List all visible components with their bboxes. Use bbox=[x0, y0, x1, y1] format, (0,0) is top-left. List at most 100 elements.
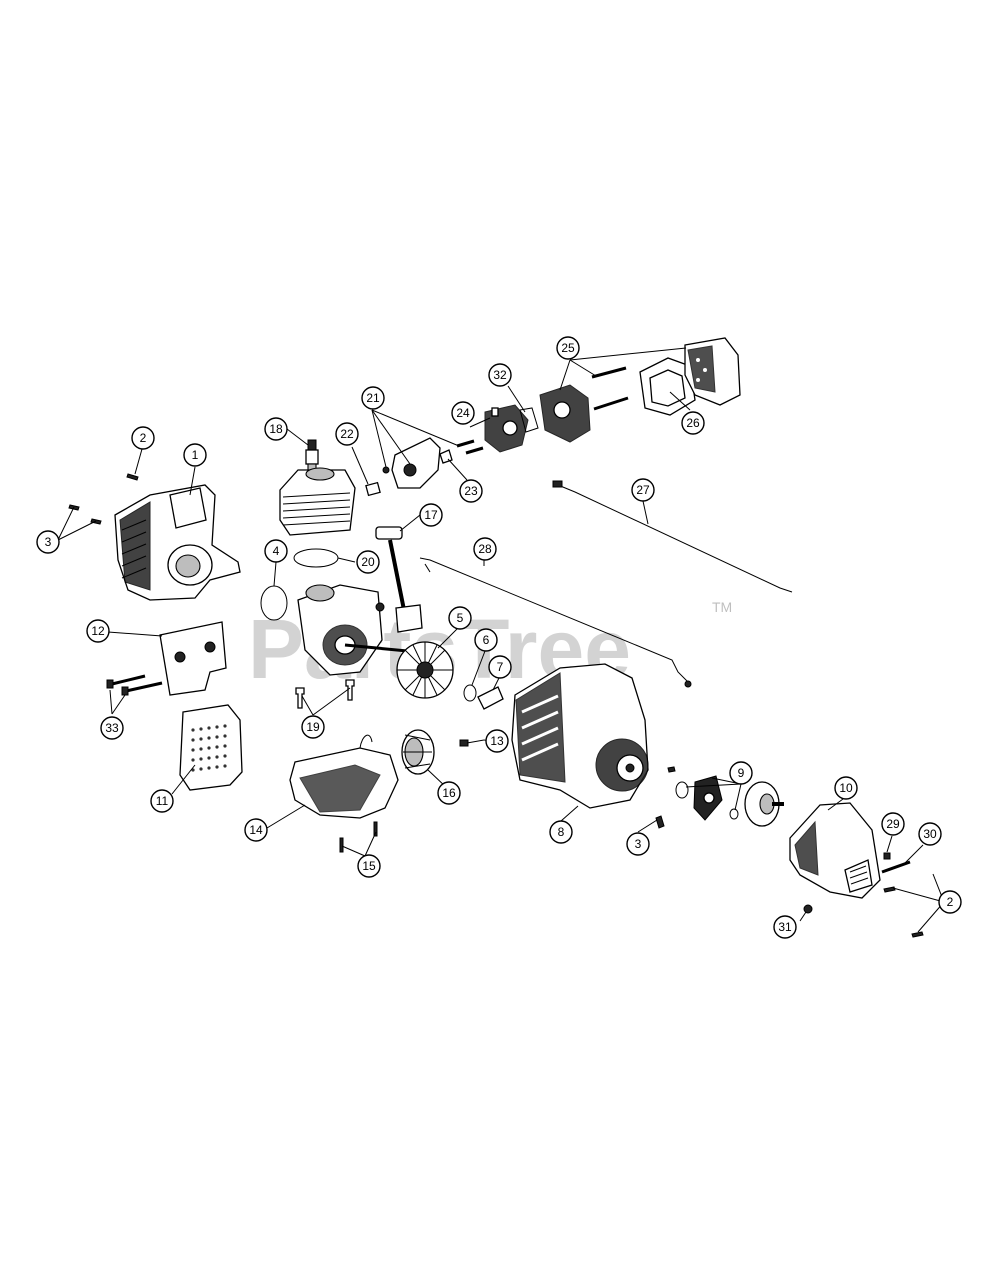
svg-text:3: 3 bbox=[635, 837, 642, 851]
part-bolts-33[interactable] bbox=[106, 674, 163, 696]
part-screw-2-upper[interactable] bbox=[126, 473, 139, 481]
part-rear-housing[interactable] bbox=[789, 802, 881, 899]
svg-text:20: 20 bbox=[361, 555, 375, 569]
part-carburetor[interactable] bbox=[484, 404, 529, 453]
callout-10[interactable]: 10 bbox=[834, 776, 858, 800]
part-gasket-22[interactable] bbox=[365, 481, 381, 497]
part-crankcase[interactable] bbox=[297, 584, 419, 676]
callout-8[interactable]: 8 bbox=[549, 820, 573, 844]
callout-18[interactable]: 18 bbox=[264, 417, 288, 441]
part-screws-15[interactable] bbox=[339, 821, 378, 853]
callout-33[interactable]: 33 bbox=[100, 716, 124, 740]
svg-text:2: 2 bbox=[947, 895, 954, 909]
svg-text:29: 29 bbox=[886, 817, 900, 831]
callout-4[interactable]: 4 bbox=[264, 539, 288, 563]
part-sleeve-7[interactable] bbox=[477, 686, 504, 710]
svg-text:7: 7 bbox=[497, 660, 504, 674]
svg-text:6: 6 bbox=[483, 633, 490, 647]
callout-3-right[interactable]: 3 bbox=[626, 832, 650, 856]
svg-text:1: 1 bbox=[192, 448, 199, 462]
callout-1[interactable]: 1 bbox=[183, 443, 207, 467]
callout-29[interactable]: 29 bbox=[881, 812, 905, 836]
svg-text:12: 12 bbox=[91, 624, 105, 638]
callout-9[interactable]: 9 bbox=[729, 761, 753, 785]
part-heat-shield[interactable] bbox=[159, 621, 227, 696]
callout-2-upper[interactable]: 2 bbox=[131, 426, 155, 450]
svg-text:33: 33 bbox=[105, 721, 119, 735]
svg-text:10: 10 bbox=[839, 781, 853, 795]
part-intake-bracket[interactable] bbox=[382, 437, 484, 489]
callout-6[interactable]: 6 bbox=[474, 628, 498, 652]
svg-text:16: 16 bbox=[442, 786, 456, 800]
leader-lines bbox=[57, 347, 945, 933]
svg-text:13: 13 bbox=[490, 734, 504, 748]
callout-2-lower-right[interactable]: 2 bbox=[938, 890, 962, 914]
callout-22[interactable]: 22 bbox=[335, 422, 359, 446]
svg-text:27: 27 bbox=[636, 483, 650, 497]
callout-32[interactable]: 32 bbox=[488, 363, 512, 387]
part-clutch-drum[interactable] bbox=[401, 729, 435, 775]
callout-20[interactable]: 20 bbox=[356, 550, 380, 574]
svg-text:21: 21 bbox=[366, 391, 380, 405]
svg-text:32: 32 bbox=[493, 368, 507, 382]
svg-text:5: 5 bbox=[457, 611, 464, 625]
svg-text:2: 2 bbox=[140, 431, 147, 445]
part-connecting-rod[interactable] bbox=[375, 526, 423, 633]
part-bolts-19[interactable] bbox=[295, 679, 355, 709]
svg-text:22: 22 bbox=[340, 427, 354, 441]
part-engine-housing[interactable] bbox=[511, 663, 649, 809]
callout-27[interactable]: 27 bbox=[631, 478, 655, 502]
callout-30[interactable]: 30 bbox=[918, 822, 942, 846]
part-hardware-lower-right[interactable] bbox=[803, 852, 924, 938]
callout-7[interactable]: 7 bbox=[488, 655, 512, 679]
svg-text:28: 28 bbox=[478, 542, 492, 556]
callout-13[interactable]: 13 bbox=[485, 729, 509, 753]
callout-23[interactable]: 23 bbox=[459, 479, 483, 503]
part-cylinder[interactable] bbox=[279, 467, 356, 536]
part-air-filter-base[interactable] bbox=[539, 384, 591, 443]
part-muffler[interactable] bbox=[179, 704, 243, 791]
svg-text:30: 30 bbox=[923, 827, 937, 841]
callout-25[interactable]: 25 bbox=[556, 336, 580, 360]
part-air-filter-cover[interactable] bbox=[684, 337, 741, 406]
callout-28[interactable]: 28 bbox=[473, 537, 497, 561]
svg-text:18: 18 bbox=[269, 422, 283, 436]
svg-text:3: 3 bbox=[45, 535, 52, 549]
svg-text:23: 23 bbox=[464, 484, 478, 498]
callout-31[interactable]: 31 bbox=[773, 915, 797, 939]
part-engine-cover[interactable] bbox=[114, 484, 241, 601]
callout-14[interactable]: 14 bbox=[244, 818, 268, 842]
svg-text:11: 11 bbox=[156, 794, 169, 808]
watermark-tm: TM bbox=[712, 599, 732, 615]
part-throttle-cable[interactable] bbox=[552, 480, 793, 593]
callout-26[interactable]: 26 bbox=[681, 411, 705, 435]
part-gasket-20[interactable] bbox=[293, 548, 339, 568]
part-washer-6[interactable] bbox=[463, 684, 477, 702]
callout-16[interactable]: 16 bbox=[437, 781, 461, 805]
svg-text:8: 8 bbox=[558, 825, 565, 839]
part-pulley[interactable] bbox=[744, 781, 784, 827]
part-stop-wire[interactable] bbox=[419, 557, 692, 688]
svg-text:9: 9 bbox=[738, 766, 745, 780]
part-lower-housing[interactable] bbox=[289, 734, 399, 819]
callout-15[interactable]: 15 bbox=[357, 854, 381, 878]
part-clutch-assembly[interactable] bbox=[675, 775, 739, 821]
svg-text:4: 4 bbox=[273, 544, 280, 558]
callout-3-left[interactable]: 3 bbox=[36, 530, 60, 554]
callout-12[interactable]: 12 bbox=[86, 619, 110, 643]
svg-text:14: 14 bbox=[249, 823, 263, 837]
callout-19[interactable]: 19 bbox=[301, 715, 325, 739]
part-screws-25[interactable] bbox=[591, 366, 629, 411]
part-screw-3-right[interactable] bbox=[655, 766, 676, 829]
svg-text:19: 19 bbox=[306, 720, 320, 734]
part-flywheel[interactable] bbox=[396, 641, 454, 699]
callout-24[interactable]: 24 bbox=[451, 401, 475, 425]
svg-text:25: 25 bbox=[561, 341, 575, 355]
callout-5[interactable]: 5 bbox=[448, 606, 472, 630]
part-carb-gasket[interactable] bbox=[519, 407, 539, 433]
svg-text:26: 26 bbox=[686, 416, 700, 430]
callout-11[interactable]: 11 bbox=[150, 789, 174, 813]
callout-21[interactable]: 21 bbox=[361, 386, 385, 410]
callout-17[interactable]: 17 bbox=[419, 503, 443, 527]
